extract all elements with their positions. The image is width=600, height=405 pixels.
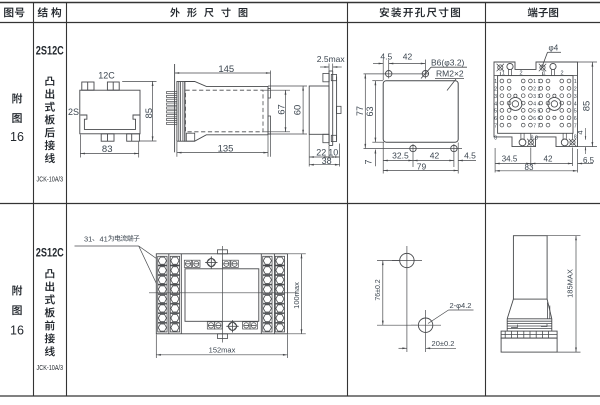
svg-text:3: 3 [538,94,541,100]
svg-text:4: 4 [533,101,536,107]
svg-text:32.5: 32.5 [392,150,409,160]
svg-text:φ4: φ4 [549,44,559,53]
svg-text:8: 8 [494,135,497,141]
svg-text:145: 145 [218,64,234,75]
svg-text:8: 8 [574,134,577,140]
svg-text:41: 41 [100,234,108,243]
svg-text:2: 2 [494,87,497,93]
svg-text:6: 6 [538,116,541,122]
svg-text:4.5: 4.5 [464,150,476,160]
svg-text:185MAX: 185MAX [566,269,575,298]
svg-text:79: 79 [417,162,427,172]
svg-text:2: 2 [560,71,563,77]
svg-text:2S: 2S [68,107,79,117]
svg-text:4: 4 [494,101,497,107]
svg-text:83: 83 [102,144,113,155]
svg-text:7: 7 [538,123,541,129]
svg-text:3: 3 [533,94,536,100]
svg-text:2: 2 [519,71,522,77]
svg-text:5: 5 [538,109,541,115]
svg-text:RM2×2: RM2×2 [436,69,464,79]
svg-text:JCK-10A/3: JCK-10A/3 [37,174,64,183]
svg-text:6: 6 [533,116,536,122]
svg-text:16: 16 [10,130,24,144]
svg-text:4.5: 4.5 [380,52,392,62]
svg-text:2-φ4.2: 2-φ4.2 [450,301,472,310]
svg-text:5: 5 [494,109,497,115]
svg-text:5: 5 [574,109,577,115]
svg-text:63: 63 [365,106,375,116]
svg-text:6: 6 [494,116,497,122]
svg-text:B6(φ3.2): B6(φ3.2) [431,58,465,68]
svg-text:2: 2 [574,87,577,93]
svg-text:2: 2 [533,87,536,93]
svg-text:4: 4 [575,130,584,134]
svg-text:67: 67 [276,104,287,115]
svg-text:3: 3 [494,94,497,100]
svg-text:5: 5 [533,109,536,115]
svg-text:7: 7 [363,159,373,164]
svg-text:4: 4 [574,101,577,107]
svg-text:152max: 152max [209,346,236,355]
svg-text:2: 2 [538,87,541,93]
svg-text:76±0.2: 76±0.2 [375,279,382,300]
svg-text:135: 135 [218,144,234,155]
svg-text:42: 42 [430,150,440,160]
svg-text:2S12C: 2S12C [36,46,64,58]
svg-text:1: 1 [542,71,545,77]
svg-text:12C: 12C [98,71,115,81]
svg-text:42: 42 [403,52,413,62]
svg-text:34.5: 34.5 [502,154,518,163]
svg-text:7: 7 [574,123,577,129]
svg-text:20±0.2: 20±0.2 [432,339,455,348]
svg-text:16: 16 [10,324,24,338]
svg-text:7: 7 [533,123,536,129]
svg-text:8: 8 [535,135,538,141]
svg-text:1: 1 [538,79,541,85]
svg-text:38: 38 [322,156,332,166]
svg-text:3: 3 [574,94,577,100]
svg-text:2.5max: 2.5max [317,54,346,64]
svg-text:85: 85 [144,108,155,119]
svg-text:1: 1 [502,71,505,77]
svg-text:83: 83 [525,163,534,172]
svg-text:22: 22 [316,147,326,157]
svg-text:31: 31 [84,234,92,243]
svg-text:6: 6 [574,116,577,122]
svg-text:42: 42 [544,154,553,163]
svg-text:1: 1 [533,79,536,85]
svg-text:100max: 100max [292,282,301,309]
svg-text:1: 1 [494,79,497,85]
svg-text:4: 4 [538,101,541,107]
svg-text:1: 1 [574,79,577,85]
svg-text:77: 77 [355,106,365,116]
svg-text:2S12C: 2S12C [36,248,64,260]
svg-text:8: 8 [531,135,534,141]
svg-text:7: 7 [494,123,497,129]
svg-text:85: 85 [582,101,593,112]
svg-text:60: 60 [293,105,304,116]
svg-text:10: 10 [328,147,338,157]
svg-text:6.5: 6.5 [583,156,595,165]
svg-text:JCK-10A/3: JCK-10A/3 [37,363,64,372]
